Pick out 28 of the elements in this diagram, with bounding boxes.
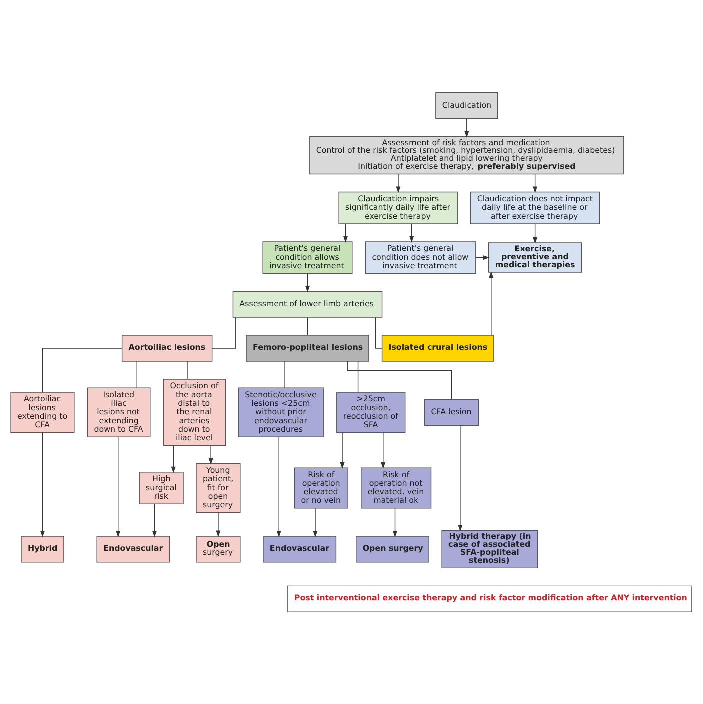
arrow	[216, 512, 221, 537]
arrow	[533, 174, 538, 193]
arrow	[533, 223, 538, 244]
connector	[358, 360, 359, 392]
arrow	[343, 223, 348, 242]
arrow	[313, 508, 318, 538]
arrow	[40, 432, 45, 537]
connector	[375, 316, 382, 348]
connector	[347, 360, 452, 400]
arrow	[381, 432, 386, 469]
connector	[136, 360, 137, 388]
arrow	[392, 508, 398, 538]
connector	[284, 360, 286, 388]
arrow	[276, 436, 282, 538]
arrow	[171, 444, 176, 473]
arrow	[458, 424, 463, 532]
arrow	[152, 503, 157, 537]
arrow	[396, 174, 401, 193]
connector	[42, 348, 122, 392]
arrow	[464, 118, 470, 138]
arrow	[208, 444, 214, 464]
arrow	[340, 432, 345, 469]
connector	[307, 316, 308, 336]
arrow	[489, 271, 494, 336]
arrow	[410, 223, 414, 242]
arrow	[305, 272, 310, 292]
connector	[212, 316, 236, 348]
arrow	[116, 436, 121, 538]
